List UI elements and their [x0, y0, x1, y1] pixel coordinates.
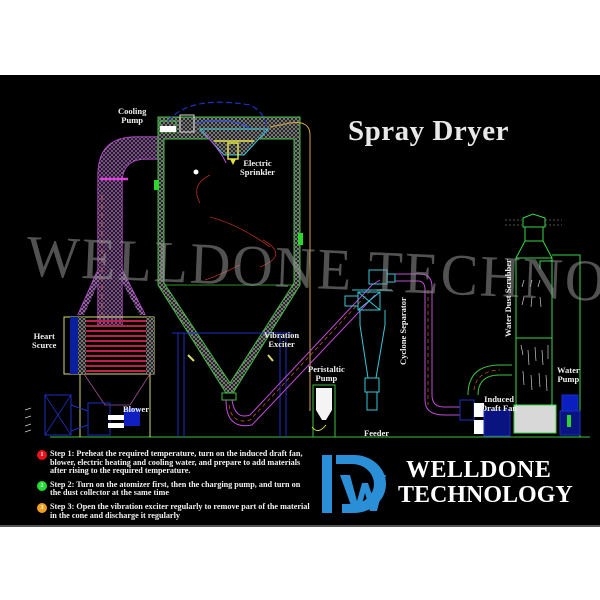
- step-3-text: Step 3: Open the vibration exciter regul…: [50, 501, 310, 520]
- logo-line-2: TECHNOLOGY: [398, 482, 573, 508]
- wd-monogram-icon: [322, 455, 386, 513]
- logo-line-1: WELLDONE: [406, 457, 552, 483]
- step-item-2: 2 Step 2: Turn on the atomizer first, th…: [37, 479, 310, 498]
- water-dust-scrubber-icon: [505, 213, 581, 438]
- label-blower: Blower: [123, 404, 149, 414]
- step-2-badge-icon: 2: [37, 480, 47, 491]
- induced-draft-fan-icon: [459, 364, 512, 437]
- label-heat-source: Heart Scurce: [32, 331, 57, 350]
- step-2-text: Step 2: Turn on the atomizer first, then…: [50, 479, 301, 498]
- bottom-divider: [0, 525, 600, 527]
- label-peristaltic-pump: Peristaltic Pump: [308, 364, 345, 383]
- heat-source-icon: [63, 316, 155, 437]
- step-item-1: 1 Step 1: Preheat the required temperatu…: [37, 449, 310, 476]
- exhaust-duct-icon: [395, 273, 460, 416]
- drying-chamber-icon: [154, 116, 303, 437]
- label-electric-sprinkler: Electric Sprinkler: [240, 158, 275, 177]
- diagram-panel: WELLDONE TECHNOLOGY Spray Dryer Cooling …: [0, 75, 600, 527]
- electric-sprinkler-icon: [198, 128, 270, 165]
- hot-air-duct-icon: [77, 136, 158, 325]
- steps-list: 1 Step 1: Preheat the required temperatu…: [37, 449, 310, 525]
- company-logo: WELLDONE TECHNOLOGY: [320, 449, 592, 519]
- diagram-title: Spray Dryer: [348, 115, 509, 147]
- peristaltic-pump-icon: [311, 384, 336, 438]
- step-item-3: 3 Step 3: Open the vibration exciter reg…: [37, 501, 310, 520]
- spray-dryer-schematic: [24, 101, 590, 438]
- feed-pipe: [269, 122, 311, 411]
- label-cooling-pump: Cooling Pump: [118, 106, 147, 125]
- blower-icon: [24, 394, 140, 436]
- label-vibration-exciter: Vibration Exciter: [264, 330, 300, 349]
- label-water-dust-scrubber: Water Dust Scrubber: [503, 259, 513, 337]
- product-duct-icon: [225, 279, 381, 427]
- water-pump-icon: [559, 394, 581, 436]
- label-feeder: Feeder: [364, 428, 390, 438]
- cyclone-separator-icon: [344, 269, 396, 411]
- step-3-badge-icon: 3: [37, 502, 47, 513]
- step-1-badge-icon: 1: [37, 450, 47, 460]
- label-water-pump: Water Pump: [557, 365, 580, 384]
- label-cyclone-separator: Cyclone Separator: [398, 297, 408, 365]
- step-1-text: Step 1: Preheat the required temperature…: [50, 449, 303, 476]
- label-induced-draft-fan: Induced Draft Fan: [481, 394, 518, 413]
